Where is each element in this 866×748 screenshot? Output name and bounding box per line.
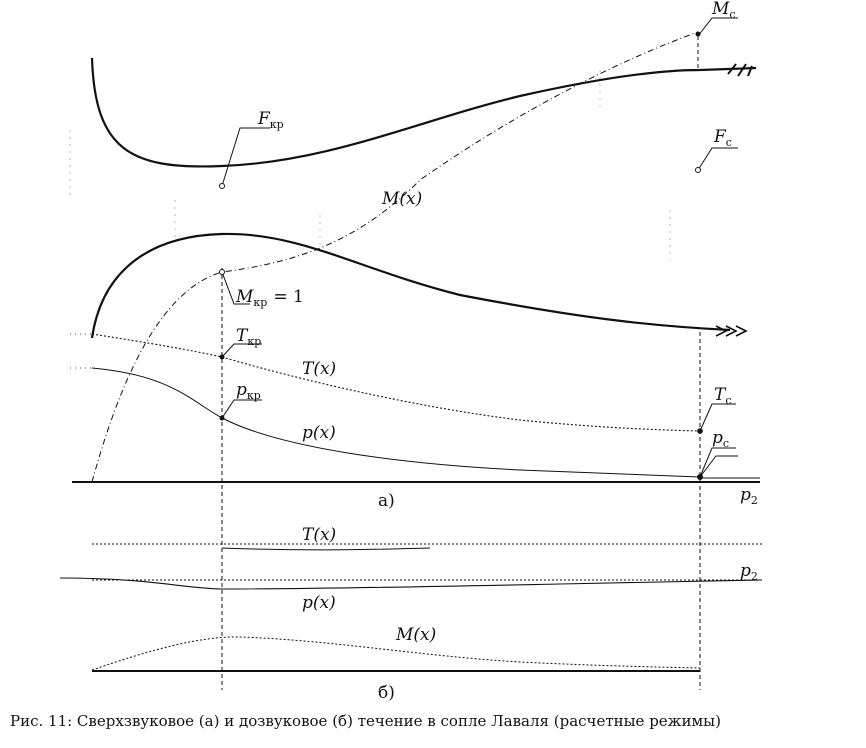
temperature-curve-a bbox=[91, 333, 701, 432]
key-points-filled bbox=[219, 31, 703, 480]
label-p2-b: p2 bbox=[740, 561, 758, 583]
label-f-throat: Fкр bbox=[257, 109, 284, 131]
mach-curve-b bbox=[91, 636, 701, 671]
label-p-critical: pкр bbox=[236, 380, 261, 402]
key-points bbox=[219, 167, 701, 275]
label-t-critical: Tкр bbox=[236, 326, 261, 348]
leader-dots-a bbox=[70, 333, 92, 369]
nozzle-lower-wall-end-arrows bbox=[715, 325, 748, 337]
pressure-curve-a bbox=[91, 367, 701, 478]
temperature-curve-b bbox=[221, 547, 431, 551]
section-guide-lines bbox=[69, 70, 671, 260]
label-p-exit: pс bbox=[712, 428, 729, 450]
label-t-exit: Tс bbox=[714, 385, 732, 407]
section-dashed-lines bbox=[221, 36, 701, 690]
label-temperature-function-b: T(x) bbox=[302, 525, 336, 545]
figure-caption: Рис. 11: Сверхзвуковое (а) и дозвуковое … bbox=[10, 712, 721, 730]
nozzle-upper-wall bbox=[90, 57, 757, 168]
label-m-exit: Mс bbox=[711, 0, 736, 21]
pressure-curve-b bbox=[59, 577, 763, 590]
label-m-critical: Mкр= 1 bbox=[235, 287, 304, 309]
label-f-exit: Fс bbox=[713, 127, 732, 149]
nozzle-upper-wall-end-hatch bbox=[727, 63, 753, 77]
label-p2-a: p2 bbox=[740, 485, 758, 507]
label-temperature-function-a: T(x) bbox=[302, 359, 336, 379]
label-mach-function-a: M(x) bbox=[381, 189, 422, 209]
label-pressure-function-b: p(x) bbox=[302, 593, 336, 613]
label-mach-function-b: M(x) bbox=[395, 625, 436, 645]
label-pressure-function-a: p(x) bbox=[302, 423, 336, 443]
panel-label-a: а) bbox=[378, 491, 395, 511]
nozzle-lower-wall bbox=[90, 232, 731, 339]
label-leaders bbox=[221, 17, 738, 478]
laval-nozzle-diagram: Mс Fкр Fс M(x) Mкр= 1 Tкр T(x) pкр p(x) … bbox=[59, 0, 763, 703]
panel-label-b: б) bbox=[378, 683, 395, 703]
mach-curve-a bbox=[91, 31, 699, 483]
